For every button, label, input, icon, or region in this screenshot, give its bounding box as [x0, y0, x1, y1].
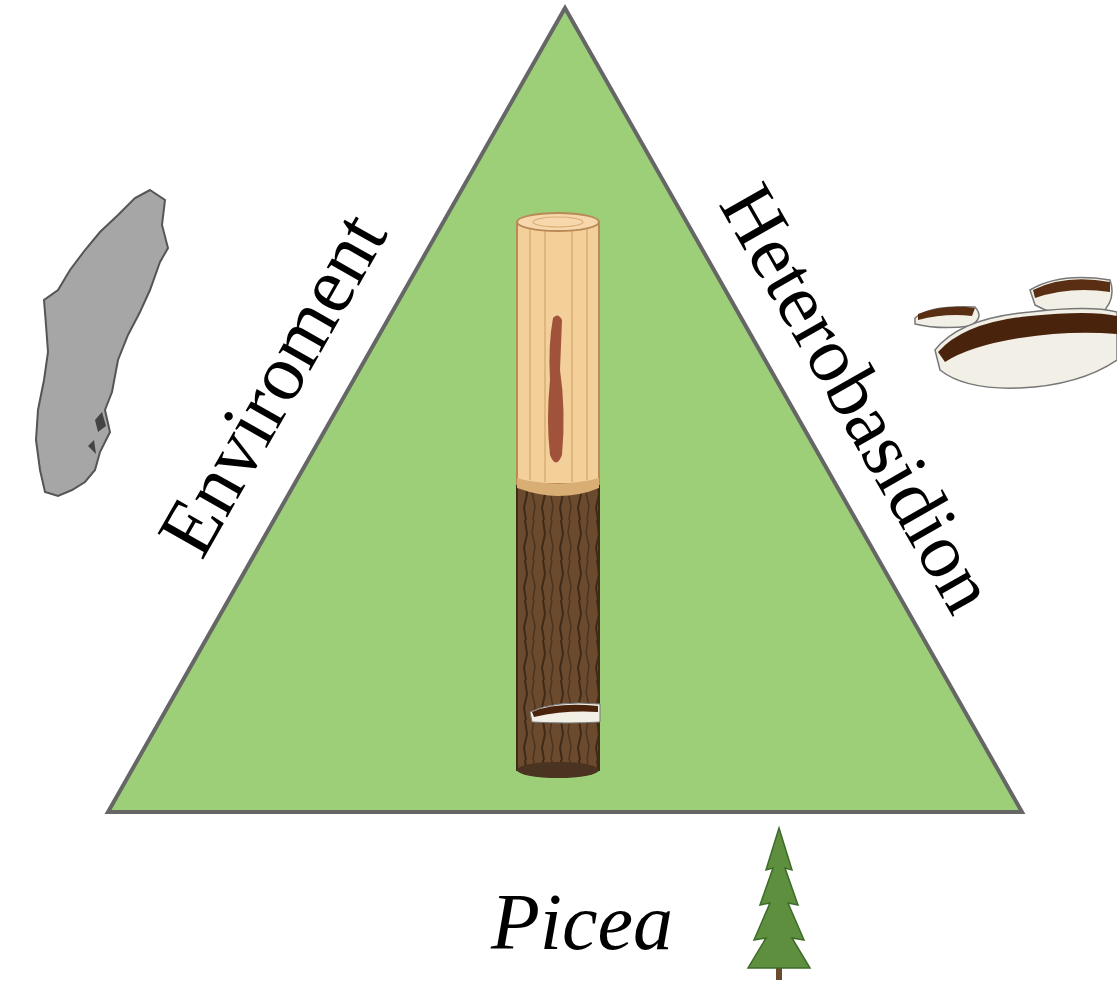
- sweden-map: [36, 190, 168, 496]
- island: [95, 412, 106, 432]
- island: [88, 440, 96, 454]
- axis-label: Picea: [491, 882, 673, 962]
- triangle: [108, 8, 1022, 812]
- log: [517, 213, 600, 778]
- fungus-brackets: [915, 278, 1117, 389]
- spruce-tree: [748, 828, 810, 980]
